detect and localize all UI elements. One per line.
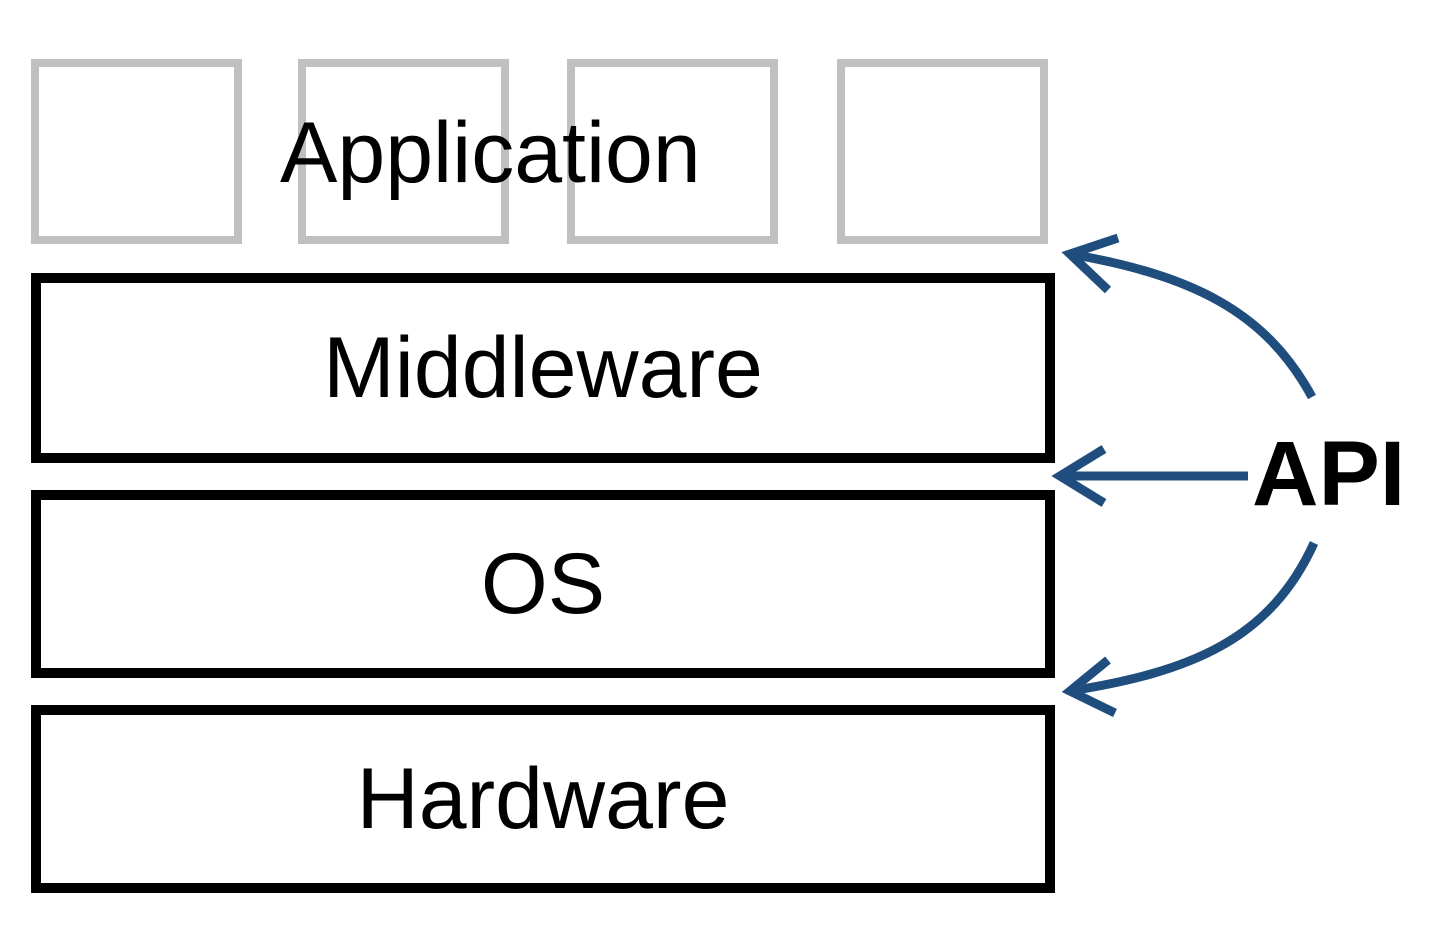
middleware-label: Middleware	[323, 320, 763, 416]
api-arrow-to-middleware-head	[1051, 445, 1107, 507]
application-box-4	[837, 59, 1048, 244]
application-box-3	[567, 59, 778, 244]
api-label: API	[1252, 423, 1406, 525]
hardware-layer: Hardware	[31, 705, 1055, 893]
os-layer: OS	[31, 490, 1055, 678]
application-label: Application	[280, 105, 701, 201]
api-arrow-to-os	[1069, 541, 1319, 696]
api-arrow-to-application	[1069, 249, 1316, 400]
api-arrow-to-os-head	[1061, 656, 1117, 718]
application-box-1	[31, 59, 242, 244]
os-label: OS	[480, 536, 606, 632]
application-box-2	[298, 59, 509, 244]
middleware-layer: Middleware	[31, 273, 1055, 463]
api-arrow-to-application-head	[1061, 233, 1120, 294]
hardware-label: Hardware	[356, 751, 730, 847]
